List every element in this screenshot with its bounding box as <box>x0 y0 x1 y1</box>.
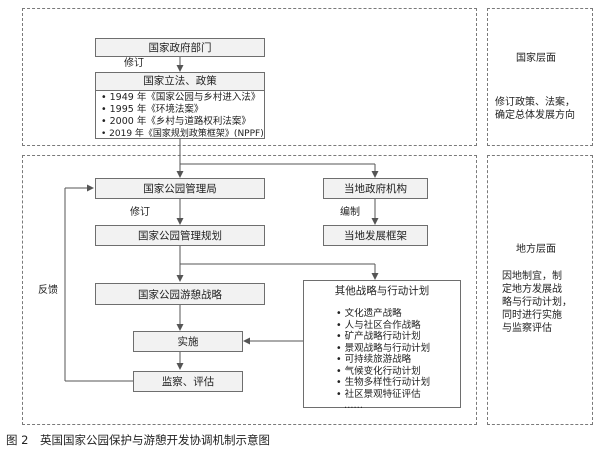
management-plan-label: 国家公园管理规划 <box>138 230 222 242</box>
gov-dept-label: 国家政府部门 <box>148 42 212 54</box>
monitor-label: 监察、评估 <box>161 376 215 388</box>
recreation-strategy-label: 国家公园游憩战略 <box>138 288 222 301</box>
feedback-label: 反馈 <box>38 285 58 296</box>
gov-dept-box: 国家政府部门 <box>95 38 265 57</box>
strategy-item: • 气候变化行动计划 <box>336 365 421 377</box>
other-strategies-box: 其他战略与行动计划 <box>303 280 461 408</box>
strategy-item: • 可持续旅游战略 <box>336 354 412 365</box>
other-strategies-list: • 文化遗产战略 • 人与社区合作战略 • 矿产战略行动计划 • 景观战略与行动… <box>336 308 461 414</box>
local-gov-label: 当地政府机构 <box>344 183 407 195</box>
strategy-item: • 文化遗产战略 <box>336 308 402 319</box>
strategy-item-ellipsis: …… <box>344 400 363 411</box>
local-side-desc-line: 因地制宜，制 <box>502 271 562 282</box>
other-strategies-title: 其他战略与行动计划 <box>334 285 430 297</box>
national-side-title: 国家层面 <box>516 53 556 64</box>
local-level-region <box>22 155 477 425</box>
authority-label: 国家公园管理局 <box>143 183 217 195</box>
implement-label: 实施 <box>177 336 199 348</box>
local-side-desc-line: 与监察评估 <box>502 323 552 334</box>
law-item: • 1995 年《环境法案》 <box>101 104 204 115</box>
strategy-item: • 社区景观特征评估 <box>336 388 421 400</box>
dev-framework-label: 当地发展框架 <box>344 230 407 242</box>
law-item: • 2019 年《国家规划政策框架》(NPPF) <box>101 129 264 139</box>
national-level-region <box>22 8 477 146</box>
law-list: • 1949 年《国家公园与乡村进入法》 • 1995 年《环境法案》 • 20… <box>96 91 264 140</box>
authority-box: 国家公园管理局 <box>95 178 265 199</box>
local-gov-box: 当地政府机构 <box>323 178 428 199</box>
legislation-title: 国家立法、政策 <box>96 73 264 91</box>
recreation-strategy-box: 国家公园游憩战略 <box>95 283 265 305</box>
revise-label-local: 修订 <box>130 207 150 218</box>
figure-caption: 图 2 英国国家公园保护与游憩开发协调机制示意图 <box>6 433 270 447</box>
dev-framework-box: 当地发展框架 <box>323 225 428 246</box>
strategy-item: • 矿产战略行动计划 <box>336 331 421 342</box>
compile-label: 编制 <box>340 207 360 218</box>
local-side-title: 地方层面 <box>516 244 556 255</box>
implement-box: 实施 <box>133 331 243 352</box>
local-side-desc-line: 定地方发展战 <box>502 284 562 295</box>
local-side-panel <box>487 155 593 425</box>
local-side-desc-line: 同时进行实施 <box>502 310 562 321</box>
national-side-desc-line: 修订政策、法案， <box>495 97 575 108</box>
law-item: • 1949 年《国家公园与乡村进入法》 <box>101 92 261 103</box>
revise-label-national: 修订 <box>124 58 144 69</box>
legislation-box: 国家立法、政策 • 1949 年《国家公园与乡村进入法》 • 1995 年《环境… <box>95 72 265 139</box>
management-plan-box: 国家公园管理规划 <box>95 225 265 246</box>
strategy-item: • 生物多样性行动计划 <box>336 377 431 388</box>
strategy-item: • 人与社区合作战略 <box>336 319 421 331</box>
strategy-item: • 景观战略与行动计划 <box>336 342 431 354</box>
national-side-desc-line: 确定总体发展方向 <box>495 110 575 121</box>
national-side-panel <box>487 8 593 146</box>
monitor-box: 监察、评估 <box>133 371 243 392</box>
local-side-desc-line: 略与行动计划， <box>502 297 572 308</box>
law-item: • 2000 年《乡村与道路权利法案》 <box>101 116 251 127</box>
